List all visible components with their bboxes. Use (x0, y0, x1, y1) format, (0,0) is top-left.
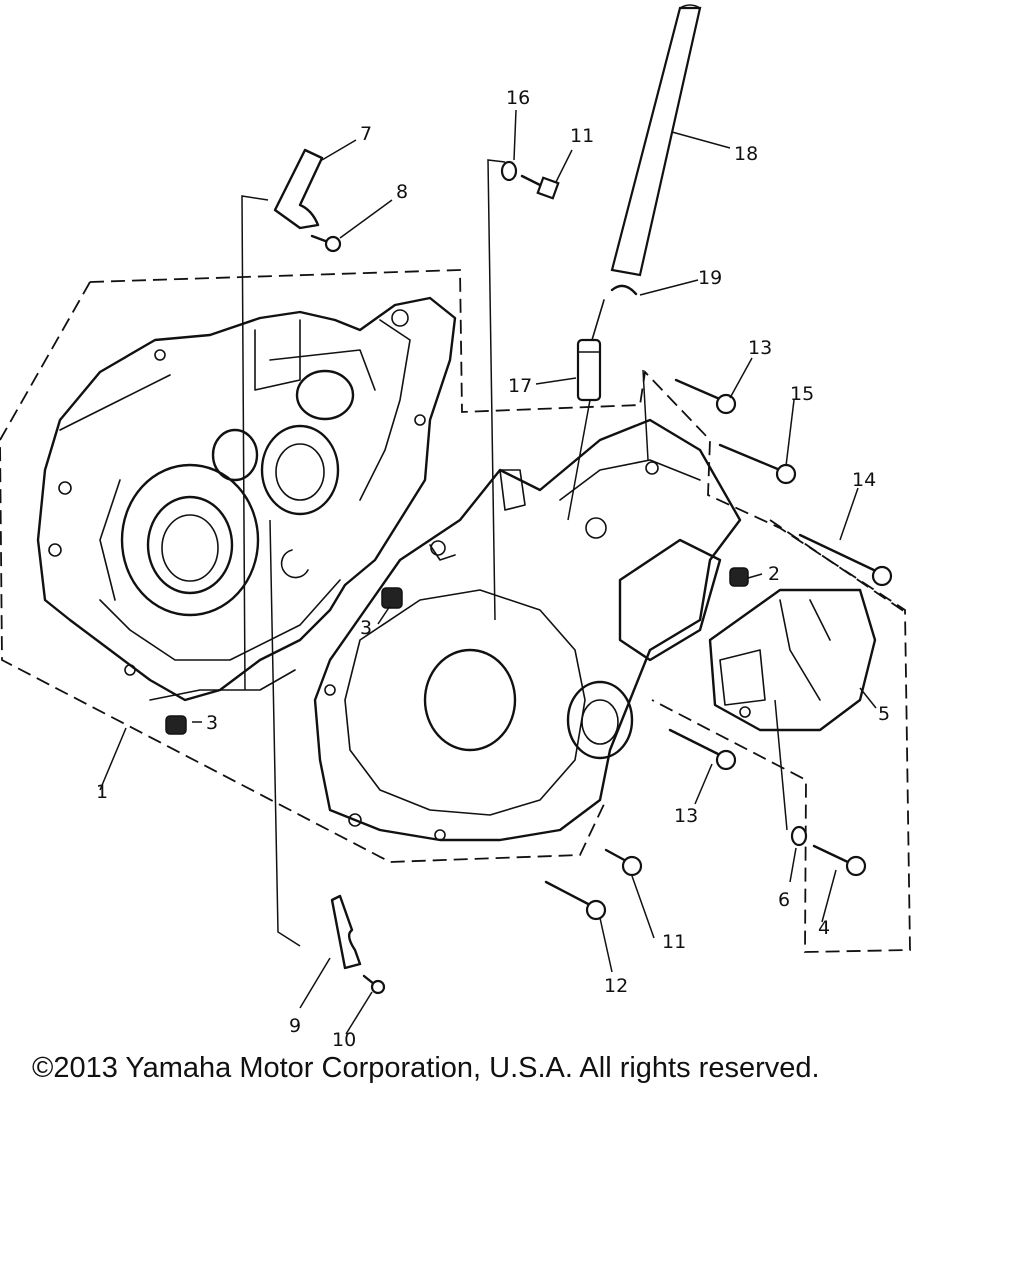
callout-17: 17 (508, 375, 532, 397)
left-crankcase-half (36, 296, 457, 702)
dowel-pins (165, 567, 749, 735)
alignment-lines (241, 159, 788, 947)
callout-18: 18 (734, 143, 758, 165)
callout-9: 9 (289, 1015, 301, 1037)
callout-15: 15 (790, 383, 814, 405)
callout-14: 14 (852, 469, 876, 491)
plate-lower (330, 894, 362, 970)
copyright-notice: ©2013 Yamaha Motor Corporation, U.S.A. A… (32, 1052, 820, 1084)
callout-19: 19 (698, 267, 722, 289)
callout-labels: 1 2 3 3 4 5 6 7 8 9 10 11 11 12 13 13 14… (96, 87, 890, 1050)
crankcase-exploded-diagram: 1 2 3 3 4 5 6 7 8 9 10 11 11 12 13 13 14… (0, 4, 911, 1050)
callout-3: 3 (206, 712, 218, 734)
breather-pipe (610, 4, 702, 277)
callout-5: 5 (878, 703, 890, 725)
right-crankcase-half (313, 418, 742, 842)
callout-7: 7 (360, 123, 372, 145)
pipe-clip (610, 284, 638, 296)
callout-8: 8 (396, 181, 408, 203)
plate-upper (273, 148, 324, 230)
side-cover (708, 588, 877, 732)
callout-11: 11 (570, 125, 594, 147)
callout-2: 2 (768, 563, 780, 585)
breather-union (576, 299, 605, 402)
callout-4: 4 (818, 917, 830, 939)
callout-1: 1 (96, 781, 108, 803)
leader-lines (99, 109, 877, 1035)
callout-13: 13 (674, 805, 698, 827)
callout-13: 13 (748, 337, 772, 359)
fasteners (310, 160, 893, 995)
callout-12: 12 (604, 975, 628, 997)
callout-16: 16 (506, 87, 530, 109)
callout-11: 11 (662, 931, 686, 953)
callout-3: 3 (360, 617, 372, 639)
callout-10: 10 (332, 1029, 356, 1050)
callout-6: 6 (778, 889, 790, 911)
group-outlines (0, 269, 911, 953)
